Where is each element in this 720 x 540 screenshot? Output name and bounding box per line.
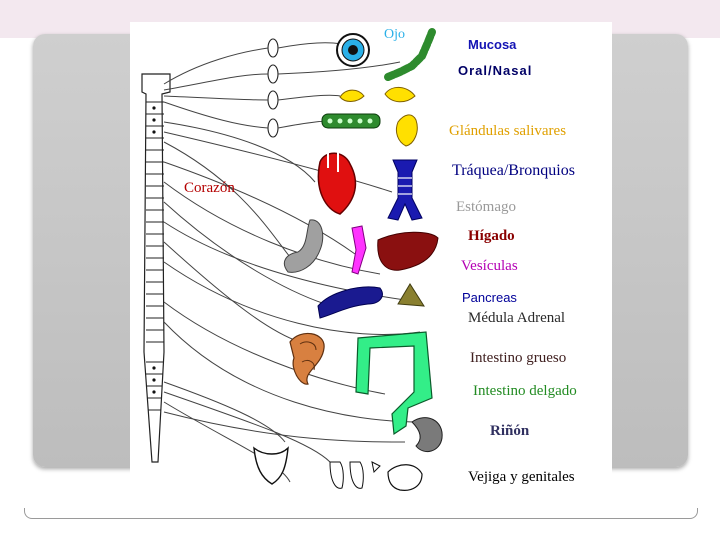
label-corazon: Corazón: [184, 180, 235, 196]
label-intestino-grueso: Intestino grueso: [470, 350, 567, 366]
salivary-glands-icon: [321, 113, 418, 147]
bladder-genitals-icon: [253, 446, 423, 491]
small-intestine-icon: [289, 332, 325, 385]
nerve-fibers: [163, 42, 421, 483]
label-traquea-bronquios: Tráquea/Bronquios: [452, 162, 575, 179]
label-estomago: Estómago: [456, 199, 516, 215]
stomach-icon: [283, 219, 324, 273]
label-higado: Hígado: [468, 228, 515, 244]
label-vesiculas: Vesículas: [461, 258, 518, 274]
large-intestine-icon: [355, 331, 433, 436]
eye-icon: [336, 33, 370, 67]
kidney-icon: [411, 417, 443, 453]
autonomic-nervous-system-diagram: [141, 28, 443, 491]
trachea-icon: [387, 159, 423, 221]
heart-icon: [317, 150, 357, 215]
label-pancreas: Pancreas: [462, 290, 517, 305]
label-mucosa: Mucosa: [468, 37, 517, 52]
label-medula-adrenal: Médula Adrenal: [468, 310, 566, 326]
diagram-panel: Ojo Mucosa Oral/Nasal Glándulas salivare…: [130, 22, 612, 493]
spinal-cord: [141, 73, 171, 463]
label-rinon: Riñón: [490, 423, 530, 439]
ganglia: [267, 38, 279, 138]
pancreas-icon: [317, 286, 383, 319]
slide-bottom-rule: [24, 508, 698, 519]
adrenal-gland-icon: [397, 283, 425, 307]
label-glandulas-salivares: Glándulas salivares: [449, 123, 567, 139]
label-oral-nasal: Oral/Nasal: [458, 63, 533, 78]
gallbladder-icon: [351, 225, 367, 275]
label-vejiga-genitales: Vejiga y genitales: [468, 469, 575, 485]
liver-icon: [377, 231, 439, 271]
oral-mucosa-icon: [339, 28, 436, 103]
label-intestino-delgado: Intestino delgado: [473, 383, 577, 399]
label-ojo: Ojo: [384, 27, 405, 42]
